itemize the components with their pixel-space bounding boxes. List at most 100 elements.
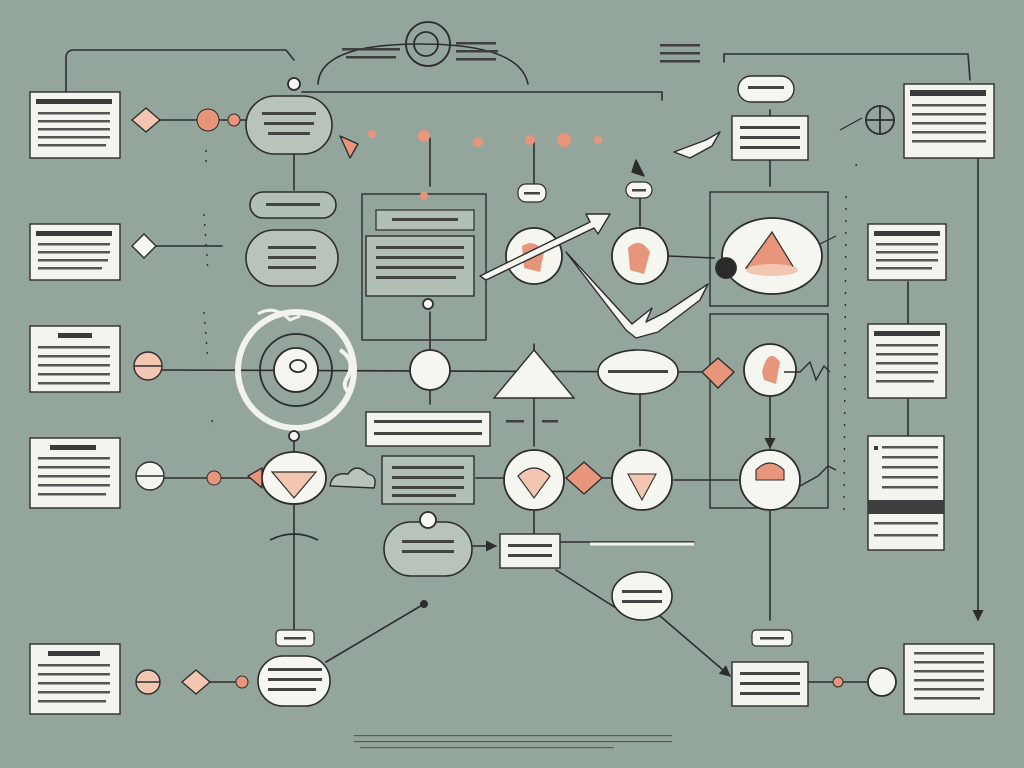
- capsule-top-center[interactable]: [375, 209, 475, 231]
- left-box-2[interactable]: [29, 223, 121, 281]
- top-arc-line: [317, 43, 529, 85]
- circle-node-2[interactable]: [611, 227, 669, 285]
- circle-node-7[interactable]: [739, 449, 801, 511]
- footer-line-1: [354, 735, 672, 737]
- target-circle-icon[interactable]: [235, 309, 357, 431]
- connector-dot-icon: [235, 675, 249, 689]
- right-box-4[interactable]: [867, 435, 945, 551]
- small-tag-4[interactable]: [751, 629, 793, 647]
- arrows: [247, 131, 721, 489]
- decision-diamond-icon[interactable]: [130, 107, 162, 133]
- label-mid: [506, 420, 524, 423]
- oval-bottom-center[interactable]: [611, 571, 673, 621]
- center-to-right-arrow: [667, 255, 715, 259]
- connector-dots: [196, 108, 844, 689]
- cone-node-big[interactable]: [721, 217, 823, 295]
- right-boxes: [867, 83, 995, 715]
- circle-node-6[interactable]: [611, 449, 673, 511]
- capsule-mid-box[interactable]: [365, 411, 491, 447]
- connector-dot-icon: [525, 135, 535, 145]
- left-box-1[interactable]: [29, 91, 121, 159]
- cloud-icon: [329, 467, 376, 489]
- connector-dot-icon: [418, 130, 430, 142]
- arrow-icon-3: [673, 131, 721, 159]
- circle-node-3[interactable]: [409, 349, 451, 391]
- scribble-circle: [338, 348, 353, 396]
- zigzag-right-2: [799, 465, 837, 487]
- decorations: [203, 117, 863, 546]
- split-circle-icon-3[interactable]: [135, 669, 161, 695]
- small-tag-1[interactable]: [517, 183, 547, 203]
- arrow-icon-6: [631, 159, 645, 177]
- pill-upper-right[interactable]: [737, 75, 795, 103]
- oval-center[interactable]: [597, 349, 679, 395]
- left-box-3[interactable]: [29, 325, 121, 393]
- left-box-5[interactable]: [29, 643, 121, 715]
- label-top-right-3: [660, 60, 700, 63]
- left-box-4[interactable]: [29, 437, 121, 509]
- capsule-top-left[interactable]: [245, 95, 333, 155]
- bottom-diagonal-right: [555, 569, 617, 609]
- connector-dot-icon: [594, 136, 602, 144]
- split-circles: [133, 351, 165, 695]
- small-tag-3[interactable]: [275, 629, 315, 647]
- decision-diamond-icon-4[interactable]: [700, 357, 736, 389]
- split-circle-icon-2[interactable]: [135, 461, 165, 491]
- decision-diamond-icon-5[interactable]: [564, 461, 604, 495]
- connector-dot-icon: [557, 133, 571, 147]
- connector-dot-icon: [473, 137, 483, 147]
- right-box-2[interactable]: [867, 223, 947, 281]
- small-tag-2[interactable]: [625, 181, 653, 199]
- zigzag-right-1: [784, 360, 831, 382]
- box-upper-right[interactable]: [731, 115, 809, 161]
- box-bottom-center[interactable]: [499, 533, 561, 569]
- top-header-line: [301, 91, 663, 101]
- arrow-icon-5: [339, 135, 359, 159]
- capsule-nodes: [245, 75, 809, 707]
- connector-dot-icon: [227, 113, 241, 127]
- decision-diamonds: [130, 107, 736, 695]
- connector-dot-icon: [420, 600, 428, 608]
- decision-diamond-icon-2[interactable]: [131, 233, 157, 259]
- dotted-right: [843, 163, 859, 521]
- connector-dot-icon: [206, 470, 222, 486]
- bottom-diagonal-long: [659, 615, 731, 677]
- box-bottom-right[interactable]: [731, 661, 809, 707]
- triangle-icon[interactable]: [492, 348, 576, 399]
- circle-top-small[interactable]: [287, 77, 437, 529]
- spark-lines: [819, 117, 863, 245]
- label-top-mid-2: [456, 50, 498, 53]
- circle-node-4[interactable]: [743, 343, 797, 397]
- arrow-icon: [479, 213, 611, 281]
- right-box-5[interactable]: [903, 643, 995, 715]
- capsule-bottom-oval[interactable]: [383, 521, 473, 577]
- top-left-loop-line: [65, 49, 295, 93]
- capsule-mid-left[interactable]: [245, 229, 339, 287]
- footer-line-2: [354, 741, 672, 743]
- right-box-1[interactable]: [903, 83, 995, 159]
- label-top-mid-3: [456, 58, 496, 61]
- arrow-icon-4: [247, 467, 263, 489]
- capsule-pill-1[interactable]: [249, 191, 337, 219]
- label-top-right-2: [660, 52, 700, 55]
- decision-diamond-icon-3[interactable]: [180, 669, 212, 695]
- crosshair-icon[interactable]: [865, 105, 895, 135]
- connector-dot-icon: [420, 192, 428, 200]
- circle-node-small-bottom[interactable]: [867, 667, 897, 697]
- label-top-mid: [456, 42, 496, 45]
- right-box-3[interactable]: [867, 323, 947, 399]
- capsule-bottom-left[interactable]: [257, 655, 331, 707]
- capsule-center-box[interactable]: [365, 235, 475, 297]
- capsule-lower-box[interactable]: [381, 455, 475, 505]
- cone-node-left[interactable]: [261, 451, 327, 541]
- connector-dot-icon: [368, 130, 376, 138]
- label-top-left: [342, 48, 400, 51]
- circle-dark-node[interactable]: [715, 257, 737, 279]
- bottom-diagonal-left: [325, 603, 425, 663]
- circle-node-5[interactable]: [503, 449, 565, 511]
- split-circle-icon[interactable]: [133, 351, 163, 381]
- circle-top-icon[interactable]: [405, 21, 451, 67]
- connector-lines: [65, 43, 984, 683]
